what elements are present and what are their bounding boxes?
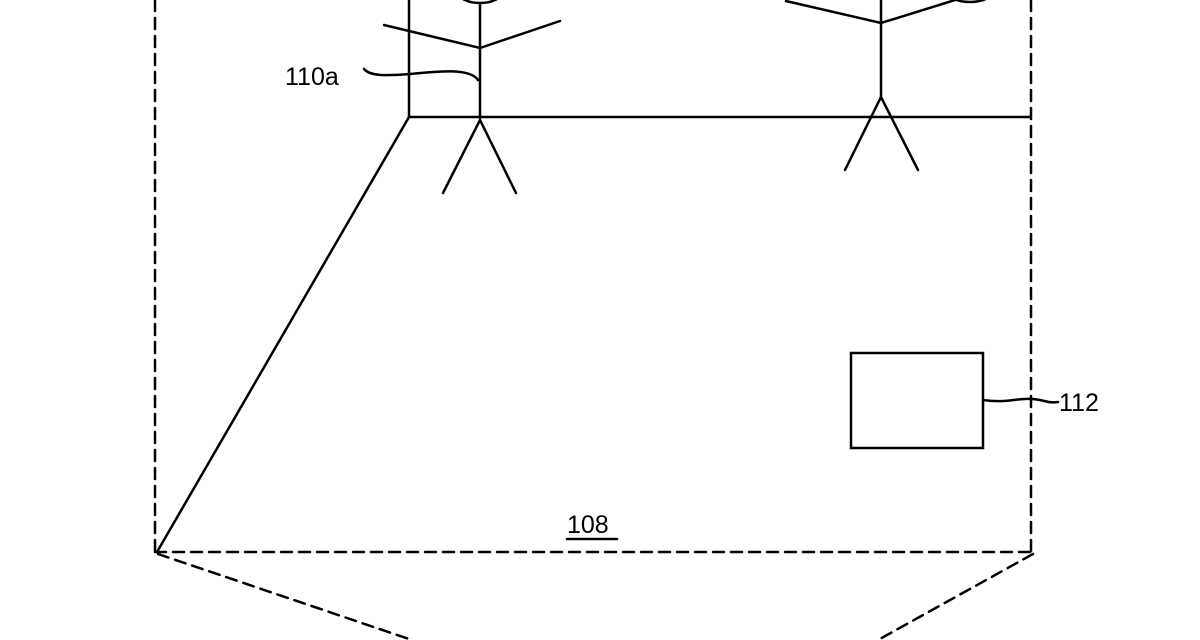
field-of-view-boundary bbox=[153, 0, 1035, 640]
person-110a bbox=[382, 0, 562, 195]
label-112: 112 bbox=[1059, 389, 1099, 417]
leader-112 bbox=[981, 397, 1060, 404]
room-outline bbox=[155, 0, 1032, 554]
device-112 bbox=[849, 351, 985, 450]
label-108: 108 bbox=[567, 511, 609, 539]
leader-110a bbox=[362, 67, 480, 82]
person-right bbox=[784, 0, 987, 172]
label-110a: 110a bbox=[285, 63, 339, 91]
